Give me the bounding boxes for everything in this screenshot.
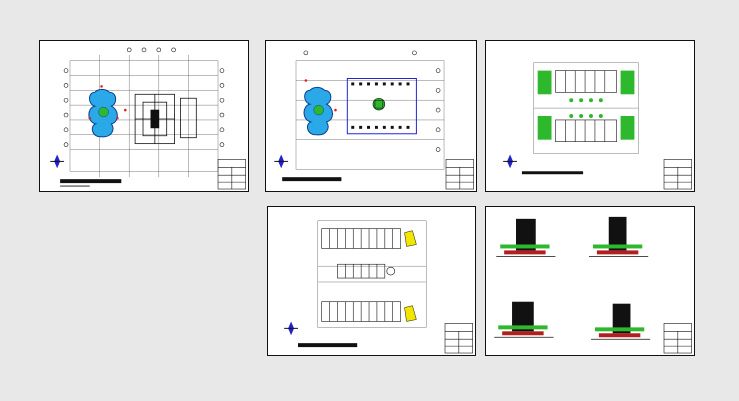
title-block-4 (444, 323, 473, 354)
title-block (217, 159, 246, 190)
sheet-1[interactable] (39, 40, 249, 192)
sheet-5[interactable] (485, 206, 695, 356)
north-arrow-3 (503, 154, 517, 169)
sheet-3[interactable] (485, 40, 695, 192)
north-arrow-4 (284, 321, 298, 336)
north-arrow-2 (274, 154, 289, 169)
elevation-2 (589, 216, 649, 257)
yellow-highlights (404, 230, 417, 322)
elevation-4 (590, 303, 651, 340)
floor-plan-drawing (284, 220, 473, 354)
building-grid-frame (346, 78, 417, 135)
sheet-2[interactable] (265, 40, 477, 192)
pool-shape-2 (303, 86, 334, 136)
title-block-2 (445, 159, 474, 190)
sheet-4[interactable] (267, 206, 476, 356)
site-plan-grid-drawing (274, 50, 474, 190)
site-plan-pool-drawing (50, 47, 246, 190)
pool-shape (88, 88, 118, 138)
north-arrow (50, 154, 65, 169)
elevation-1 (496, 218, 556, 257)
title-block-5 (663, 323, 692, 354)
elevation-3 (494, 301, 554, 338)
title-block-3 (663, 159, 692, 190)
landscape-plan-drawing (503, 62, 692, 190)
elevations-drawing (494, 216, 692, 354)
